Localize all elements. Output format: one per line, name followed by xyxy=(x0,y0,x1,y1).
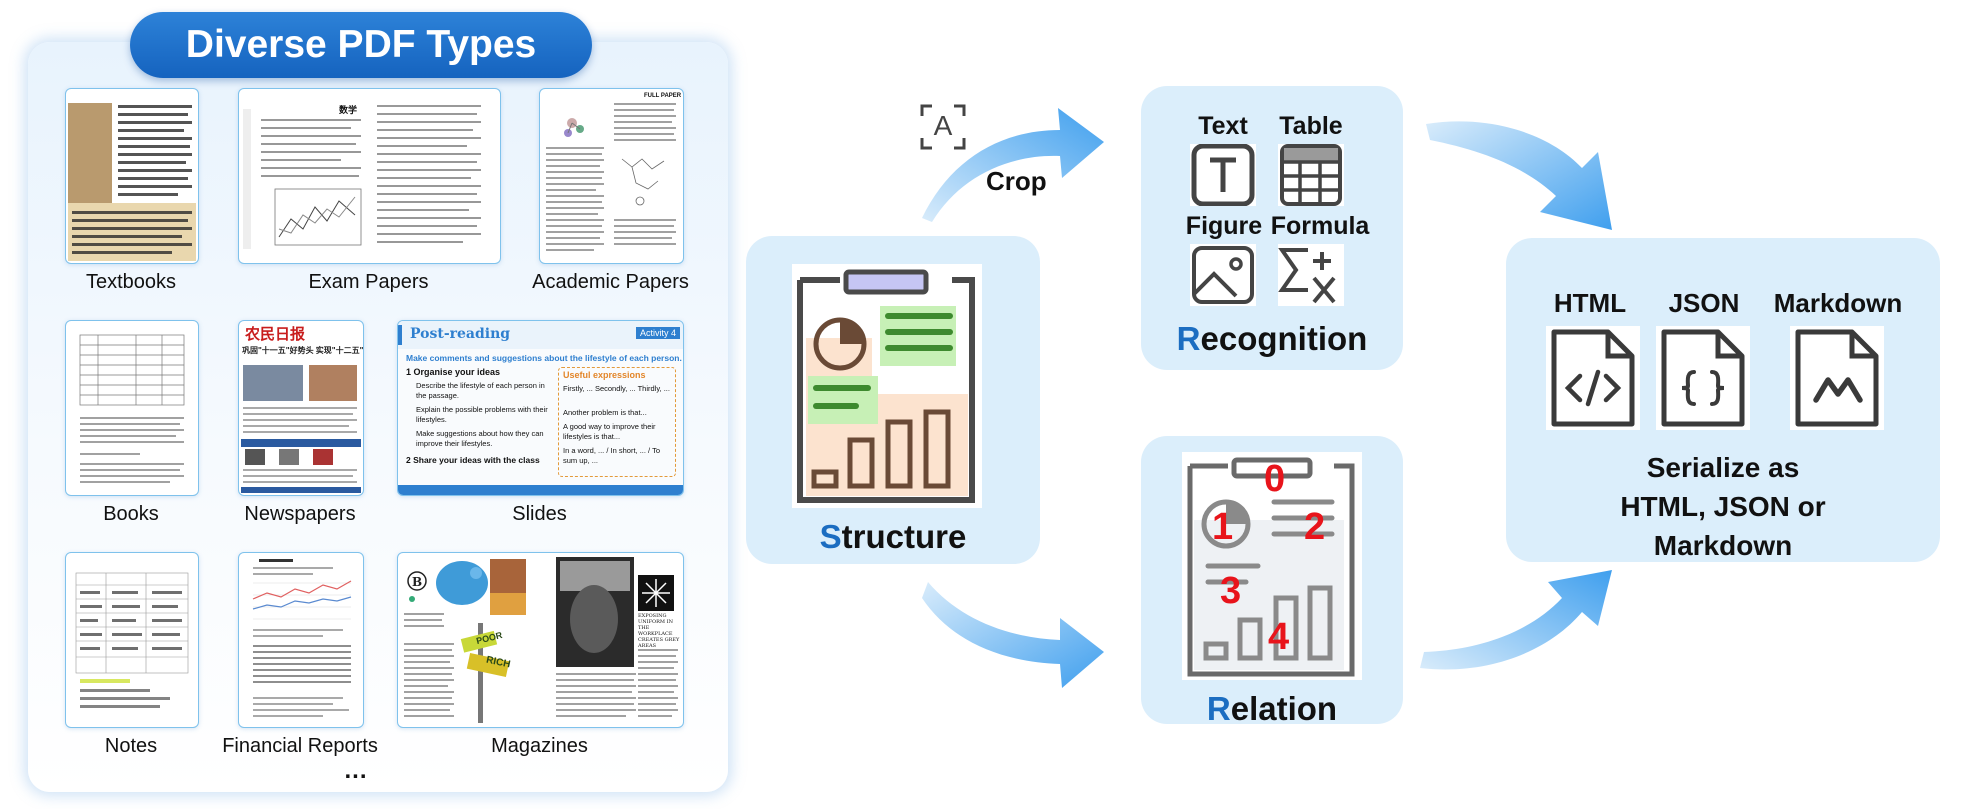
serialize-caption: Serialize as HTML, JSON or Markdown xyxy=(1620,452,1826,561)
recognition-panel xyxy=(1141,86,1403,370)
slide-title: Post-reading xyxy=(410,326,511,342)
slide-bullet: Make suggestions about how they can impr… xyxy=(416,429,544,448)
more-types-ellipsis: ... xyxy=(344,757,368,784)
label-textbooks: Textbooks xyxy=(85,271,177,293)
order-number: 4 xyxy=(1268,616,1290,658)
label-magazines: Magazines xyxy=(491,735,588,757)
relation-label: Relation xyxy=(1206,690,1338,727)
panel-title: Diverse PDF Types xyxy=(130,12,592,78)
label-notes: Notes xyxy=(104,735,158,757)
slide-step2: 2 Share your ideas with the class xyxy=(406,455,540,465)
useful-item: In a word, ... / In short, ... / To sum … xyxy=(563,446,660,465)
html-label: HTML xyxy=(1553,288,1627,318)
text-icon xyxy=(1190,143,1256,207)
label-books: Books xyxy=(103,503,159,525)
books-thumbnail xyxy=(65,320,199,496)
recognition-label: Recognition xyxy=(1176,320,1368,357)
useful-item: Another problem is that... xyxy=(563,408,647,417)
label-academic-papers: Academic Papers xyxy=(532,271,689,293)
useful-box: Useful expressions Firstly, ... Secondly… xyxy=(558,367,676,477)
order-number: 3 xyxy=(1220,570,1242,612)
json-label: JSON xyxy=(1668,288,1740,318)
financial-reports-thumbnail xyxy=(238,552,364,728)
useful-item: Firstly, ... Secondly, ... Thirdly, ... xyxy=(563,384,670,393)
order-number: 1 xyxy=(1212,506,1234,548)
notes-thumbnail xyxy=(65,552,199,728)
arrow-recognition-serialize xyxy=(1426,121,1612,230)
markdown-file-icon xyxy=(1790,326,1884,430)
table-icon xyxy=(1278,144,1344,206)
order-number: 0 xyxy=(1264,458,1286,500)
formula-label: Formula xyxy=(1270,212,1370,240)
figure-label: Figure xyxy=(1185,212,1263,240)
magazines-thumbnail: B POOR RICH EXPOSING UNIFORM I xyxy=(397,552,684,728)
newspaper-headline: 巩固"十一五"好势头 实现"十二五"好开局 xyxy=(242,346,364,355)
slides-thumbnail: Post-reading Activity 4 Make comments an… xyxy=(397,320,684,496)
useful-title: Useful expressions xyxy=(563,370,646,380)
useful-item: A good way to improve their lifestyles i… xyxy=(563,422,656,441)
text-label: Text xyxy=(1198,112,1248,140)
structure-label: Structure xyxy=(819,518,967,555)
crop-label: Crop xyxy=(986,166,1047,196)
textbooks-thumbnail xyxy=(65,88,199,264)
label-newspapers: Newspapers xyxy=(244,503,356,525)
slide-step1: 1 Organise your ideas xyxy=(406,367,501,377)
code-file-icon xyxy=(1546,326,1640,430)
exam-title: 数学 xyxy=(339,105,358,115)
svg-text:B: B xyxy=(412,575,422,589)
document-layout-icon xyxy=(792,264,982,508)
arrow-crop xyxy=(922,108,1104,222)
arrow-relation-serialize xyxy=(1420,570,1612,670)
slide-badge: Activity 4 xyxy=(636,327,681,339)
slide-bullet: Explain the possible problems with their… xyxy=(416,405,548,424)
magazine-headline: EXPOSING UNIFORM IN THE WORKPLACE CREATE… xyxy=(638,613,680,649)
exam-papers-thumbnail: 数学 xyxy=(238,88,501,264)
image-icon xyxy=(1190,244,1256,306)
label-financial-reports: Financial Reports xyxy=(222,735,378,757)
table-label: Table xyxy=(1279,112,1343,140)
newspaper-masthead: 农民日报 xyxy=(245,325,306,343)
formula-icon xyxy=(1278,244,1344,306)
markdown-label: Markdown xyxy=(1773,288,1903,318)
label-exam-papers: Exam Papers xyxy=(308,271,429,293)
json-file-icon xyxy=(1656,326,1750,430)
academic-papers-thumbnail: FULL PAPER xyxy=(539,88,684,264)
arrow-structure-relation xyxy=(922,582,1104,688)
reading-order-icon: 0 1 2 3 4 xyxy=(1182,452,1362,680)
paper-tag: FULL PAPER xyxy=(644,93,682,99)
crop-glyph: A xyxy=(933,110,953,141)
order-number: 2 xyxy=(1304,506,1326,548)
label-slides: Slides xyxy=(512,503,567,525)
slide-bullet: Describe the lifestyle of each person in… xyxy=(416,381,545,400)
text-selection-icon: A xyxy=(920,104,966,150)
newspapers-thumbnail: 农民日报 巩固"十一五"好势头 实现"十二五"好开局 xyxy=(238,320,364,496)
slide-subtitle: Make comments and suggestions about the … xyxy=(406,353,682,363)
